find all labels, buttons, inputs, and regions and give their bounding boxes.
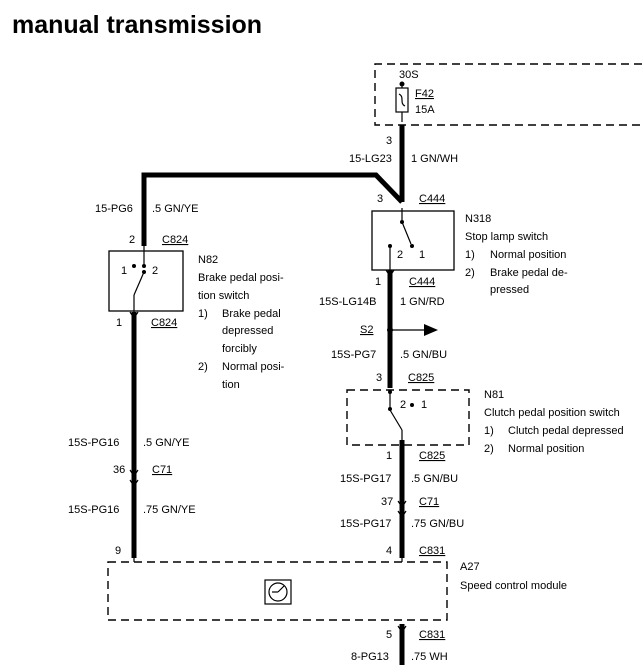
c825-top-pin: 3 [376, 372, 382, 384]
fuse-pin: 3 [386, 135, 392, 147]
c444-bot-name: C444 [409, 276, 435, 288]
module-name: Speed control module [460, 580, 567, 592]
wire-label-lg14b-spec: 1 GN/RD [400, 296, 445, 308]
brake-pedal-switch [108, 246, 184, 320]
clutch-switch-state-1-text: Clutch pedal depressed [508, 425, 624, 437]
clutch-switch-pin-b: 1 [421, 399, 427, 411]
wire-label-pg16b-spec: .75 GN/YE [143, 504, 196, 516]
c831-bot-connector [397, 625, 407, 634]
wire-label-pg13-circuit: 8-PG13 [351, 651, 389, 663]
wire-label-pg17b-spec: .75 GN/BU [411, 518, 464, 530]
speed-control-icon [264, 579, 292, 605]
c71-left-connector [129, 469, 139, 488]
wire-label-pg16b-circuit: 15S-PG16 [68, 504, 119, 516]
splice-label: S2 [360, 324, 373, 336]
diagram-title: manual transmission [12, 11, 262, 39]
clutch-switch-name: Clutch pedal position switch [484, 407, 620, 419]
brake-switch-state-1c-text: forcibly [222, 343, 257, 355]
c71-right-pin: 37 [381, 496, 393, 508]
fuse-id: F42 [415, 88, 434, 100]
wire-label-pg6-spec: .5 GN/YE [152, 203, 198, 215]
brake-switch-name-2: tion switch [198, 290, 249, 302]
c831-left-pin: 9 [115, 545, 121, 557]
fuse-supply-label: 30S [399, 69, 419, 81]
wire-label-lg14b-circuit: 15S-LG14B [319, 296, 376, 308]
stop-switch-id: N318 [465, 213, 491, 225]
stop-switch-state-1-num: 1) [465, 249, 475, 261]
wire-label-pg17b-circuit: 15S-PG17 [340, 518, 391, 530]
stop-switch-state-1-text: Normal position [490, 249, 566, 261]
brake-switch-state-1b-text: depressed [222, 325, 273, 337]
c824-bot-name: C824 [151, 317, 177, 329]
c444-top-name: C444 [419, 193, 445, 205]
c824-top-pin: 2 [129, 234, 135, 246]
brake-switch-state-1-text: Brake pedal [222, 308, 281, 320]
brake-switch-state-1-num: 1) [198, 308, 208, 320]
c831-bot-name: C831 [419, 629, 445, 641]
c71-right-name: C71 [419, 496, 439, 508]
splice-s2 [387, 324, 438, 336]
stop-switch-pin-a: 2 [397, 249, 403, 261]
wire-label-pg16a-spec: .5 GN/YE [143, 437, 189, 449]
c825-bot-name: C825 [419, 450, 445, 462]
c825-top-name: C825 [408, 372, 434, 384]
speed-control-module [107, 556, 448, 621]
brake-switch-state-2-num: 2) [198, 361, 208, 373]
wire-label-pg13-spec: .75 WH [411, 651, 448, 663]
wire-label-lg23-circuit: 15-LG23 [349, 153, 392, 165]
brake-switch-state-2-text: Normal posi- [222, 361, 285, 373]
c444-top-pin: 3 [377, 193, 383, 205]
wire-label-pg6-circuit: 15-PG6 [95, 203, 133, 215]
wire-label-pg16a-circuit: 15S-PG16 [68, 437, 119, 449]
clutch-switch-state-1-num: 1) [484, 425, 494, 437]
stop-switch-pin-b: 1 [419, 249, 425, 261]
fuse-rating: 15A [415, 104, 435, 116]
clutch-switch-state-2-text: Normal position [508, 443, 584, 455]
stop-switch-state-2-num: 2) [465, 267, 475, 279]
brake-switch-name-1: Brake pedal posi- [198, 272, 284, 284]
stop-switch-state-2b-text: pressed [490, 284, 529, 296]
stop-lamp-switch [371, 208, 455, 278]
clutch-switch-pin-a: 2 [400, 399, 406, 411]
stop-switch-name: Stop lamp switch [465, 231, 548, 243]
c831-bot-pin: 5 [386, 629, 392, 641]
module-id: A27 [460, 561, 480, 573]
wire-label-lg23-spec: 1 GN/WH [411, 153, 458, 165]
wire-label-pg7-circuit: 15S-PG7 [331, 349, 376, 361]
wire-label-pg17a-spec: .5 GN/BU [411, 473, 458, 485]
brake-switch-pin-b: 2 [152, 265, 158, 277]
clutch-switch-id: N81 [484, 389, 504, 401]
wire-15-pg6 [141, 172, 404, 246]
clutch-switch-state-2-num: 2) [484, 443, 494, 455]
c71-right-connector [397, 500, 407, 519]
stop-switch-state-2-text: Brake pedal de- [490, 267, 568, 279]
fuse-box: 30S F42 15A [374, 63, 642, 126]
c71-left-name: C71 [152, 464, 172, 476]
c824-top-name: C824 [162, 234, 188, 246]
c71-left-pin: 36 [113, 464, 125, 476]
brake-switch-pin-a: 1 [121, 265, 127, 277]
brake-switch-state-2b-text: tion [222, 379, 240, 391]
wire-label-pg7-spec: .5 GN/BU [400, 349, 447, 361]
c831-right-name: C831 [419, 545, 445, 557]
c444-bot-pin: 1 [375, 276, 381, 288]
c824-bot-pin: 1 [116, 317, 122, 329]
c831-right-pin: 4 [386, 545, 392, 557]
wire-label-pg17a-circuit: 15S-PG17 [340, 473, 391, 485]
clutch-pedal-switch [346, 389, 470, 446]
brake-switch-id: N82 [198, 254, 218, 266]
c825-bot-pin: 1 [386, 450, 392, 462]
